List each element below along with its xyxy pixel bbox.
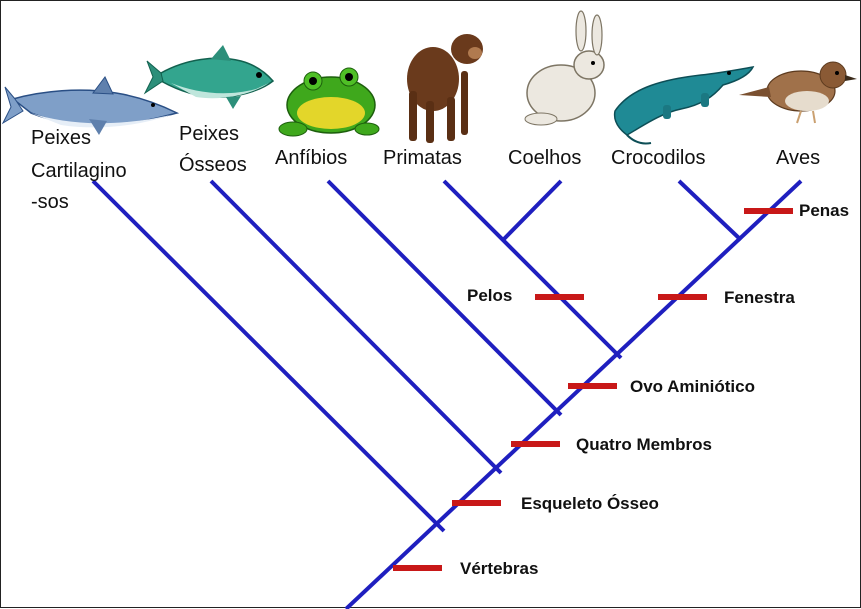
- crocodile-icon: [615, 67, 753, 144]
- branch-bony-fish: [211, 181, 501, 473]
- branch-crocodile: [679, 181, 741, 240]
- branch-shark: [93, 181, 444, 531]
- sparrow-icon: [739, 62, 857, 123]
- trait-label-hair: Pelos: [467, 286, 512, 305]
- taxon-label-sharks-line2: Cartilagino: [31, 160, 127, 182]
- trait-label-feathers: Penas: [799, 201, 849, 220]
- taxon-label-amphibians: Anfíbios: [275, 147, 347, 169]
- taxon-label-bony-fish-line1: Peixes: [179, 123, 239, 145]
- taxon-label-birds: Aves: [776, 147, 820, 169]
- rabbit-icon: [525, 11, 604, 125]
- taxon-label-rabbits: Coelhos: [508, 147, 581, 169]
- frog-icon: [279, 68, 379, 136]
- taxon-label-crocodiles: Crocodilos: [611, 147, 705, 169]
- taxon-label-sharks-line1: Peixes: [31, 127, 91, 149]
- trait-label-fenestra: Fenestra: [724, 288, 795, 307]
- trait-label-four-limbs: Quatro Membros: [576, 435, 712, 454]
- tuna-fish-icon: [145, 45, 273, 109]
- trait-label-vertebrae: Vértebras: [460, 559, 538, 578]
- taxon-label-bony-fish-line2: Ósseos: [179, 153, 247, 176]
- trait-label-bony-skeleton: Esqueleto Ósseo: [521, 494, 659, 513]
- taxon-label-primates: Primatas: [383, 147, 462, 169]
- monkey-icon: [407, 34, 483, 143]
- taxon-label-sharks-line3: -sos: [31, 191, 69, 213]
- trait-label-amniotic-egg: Ovo Aminiótico: [630, 377, 755, 396]
- branch-rabbit: [503, 181, 561, 240]
